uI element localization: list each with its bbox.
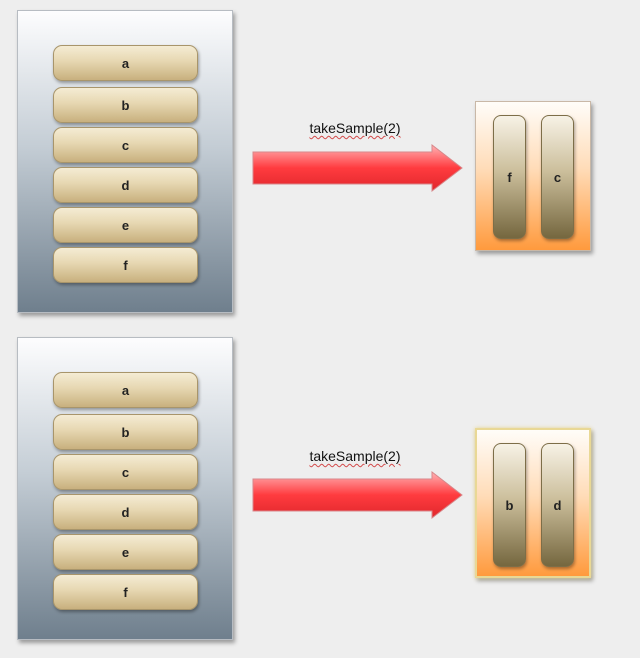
dataset-element: d [53, 167, 198, 203]
source-dataset-panel-bottom: a b c d e f [17, 337, 233, 640]
sample-result-panel-top: f c [475, 101, 591, 251]
transform-arrow-icon [252, 471, 463, 520]
dataset-element: f [53, 247, 198, 283]
dataset-element: b [53, 414, 198, 450]
dataset-element: a [53, 45, 198, 81]
sampled-element: f [493, 115, 526, 239]
dataset-element: e [53, 207, 198, 243]
dataset-element: e [53, 534, 198, 570]
sampled-element: b [493, 443, 526, 567]
dataset-element: d [53, 494, 198, 530]
dataset-element: c [53, 454, 198, 490]
sampled-element: d [541, 443, 574, 567]
dataset-element: f [53, 574, 198, 610]
operation-label-top: takeSample(2) [280, 120, 430, 136]
transform-arrow-icon [252, 144, 463, 193]
sampled-element: c [541, 115, 574, 239]
dataset-element: c [53, 127, 198, 163]
operation-label-text: takeSample(2) [309, 448, 401, 464]
operation-label-bottom: takeSample(2) [280, 448, 430, 464]
source-dataset-panel-top: a b c d e f [17, 10, 233, 313]
sample-result-panel-bottom: b d [475, 428, 591, 578]
dataset-element: b [53, 87, 198, 123]
operation-label-text: takeSample(2) [309, 120, 401, 136]
dataset-element: a [53, 372, 198, 408]
